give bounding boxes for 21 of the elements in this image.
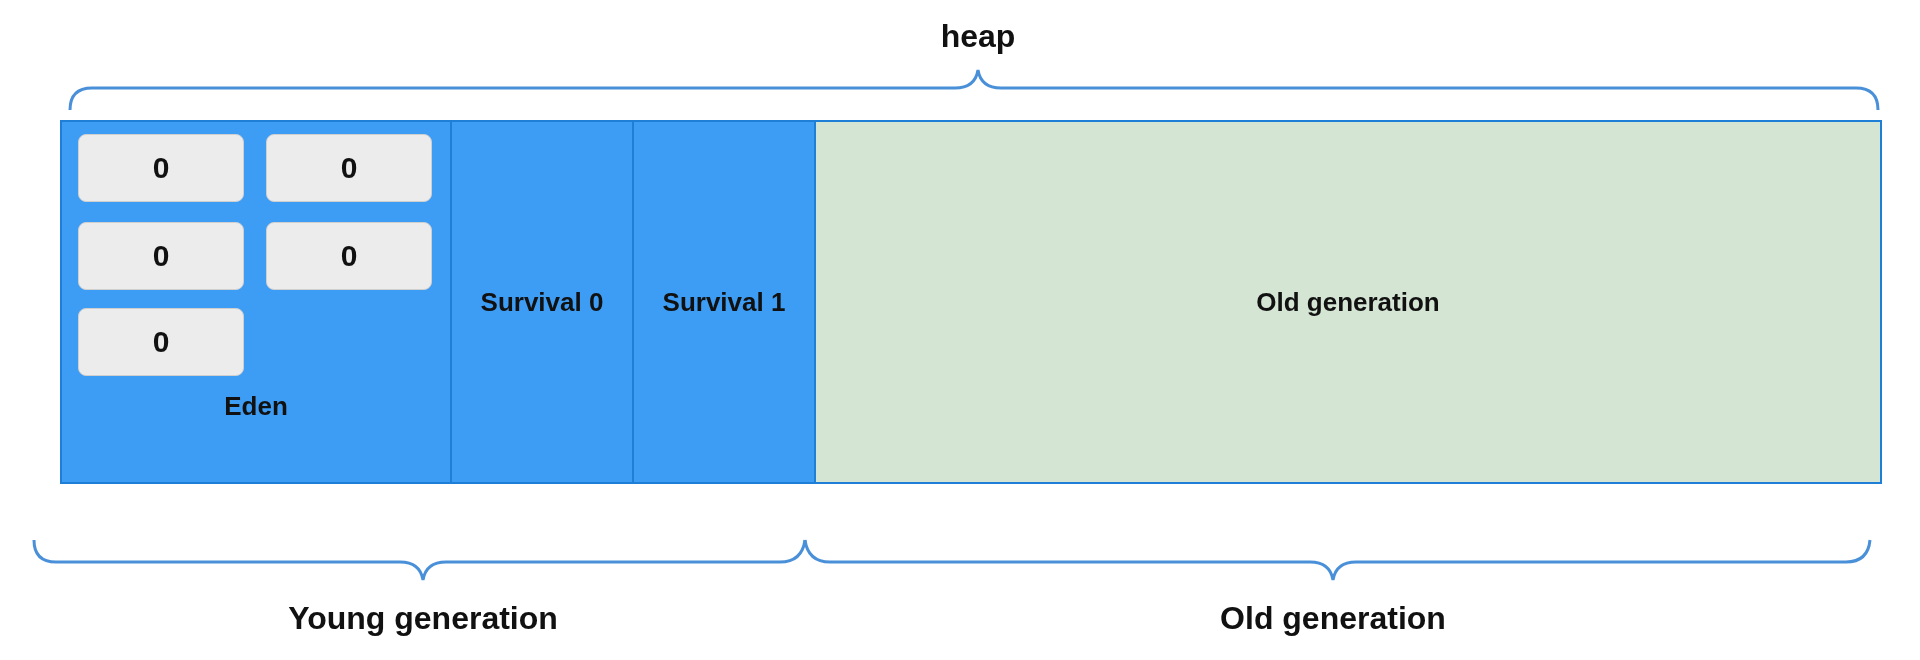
object-count: 0 [340, 151, 358, 185]
generation-label: Old generation [1220, 600, 1446, 637]
memory-region [60, 120, 452, 484]
object-block [78, 308, 244, 376]
object-block [266, 134, 432, 202]
heap-label: heap [940, 18, 1016, 55]
object-block [78, 134, 244, 202]
object-block [266, 222, 432, 290]
region-name: Old generation [1256, 286, 1440, 318]
object-count: 0 [152, 325, 170, 359]
object-count: 0 [152, 239, 170, 273]
region-name: Survival 1 [662, 286, 786, 318]
region-name: Eden [223, 391, 289, 422]
object-count: 0 [152, 151, 170, 185]
memory-region [632, 120, 816, 484]
generation-label: Young generation [288, 600, 558, 637]
memory-region [814, 120, 1882, 484]
memory-region [450, 120, 634, 484]
object-count: 0 [340, 239, 358, 273]
object-block [78, 222, 244, 290]
region-name: Survival 0 [480, 286, 604, 318]
